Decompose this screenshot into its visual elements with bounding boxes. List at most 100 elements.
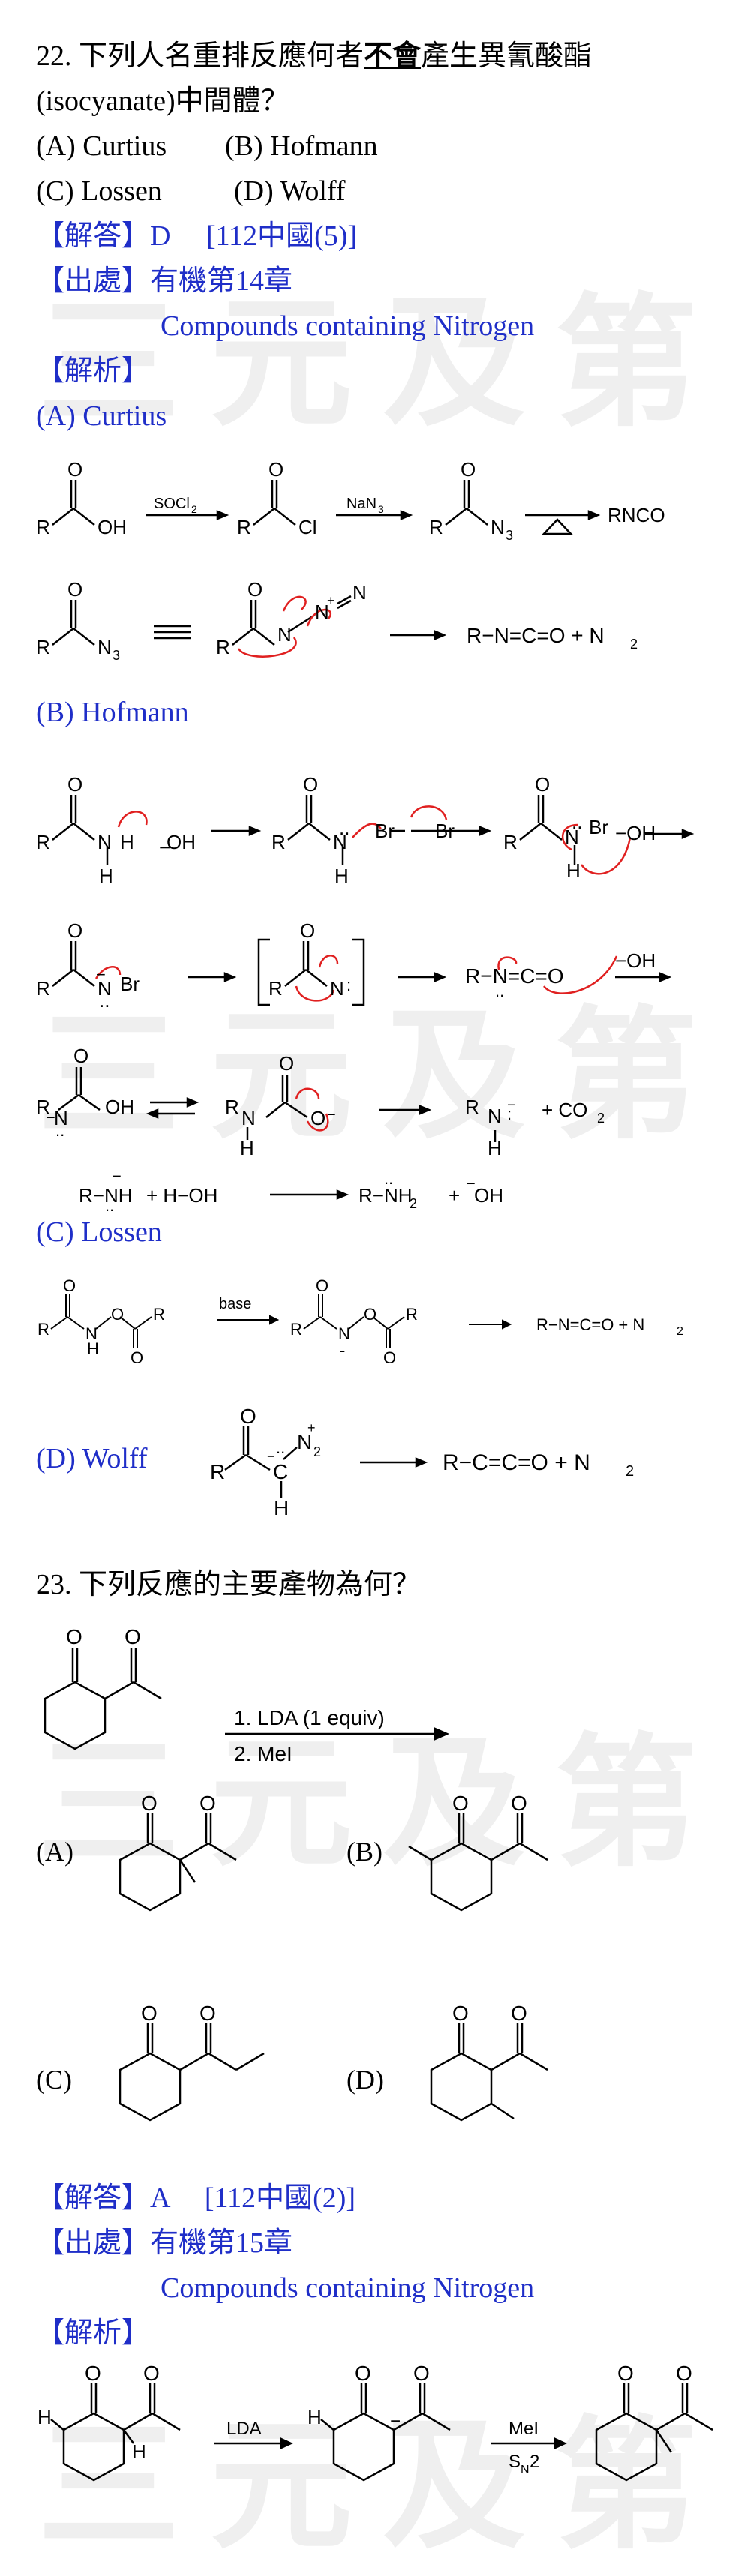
svg-text:O: O [413, 2362, 430, 2385]
svg-text:H: H [274, 1496, 289, 1519]
svg-text:R: R [225, 1096, 239, 1118]
q22-source: 【出處】有機第14章 [36, 265, 293, 297]
svg-text:R−NH: R−NH [79, 1184, 133, 1207]
svg-text:base: base [219, 1296, 251, 1312]
svg-text:+: + [448, 1184, 460, 1207]
svg-text:Br: Br [120, 973, 140, 995]
svg-text:N: N [242, 1107, 256, 1129]
svg-text:O: O [535, 773, 550, 796]
svg-text:N: N [330, 977, 344, 1000]
svg-text:O: O [68, 458, 82, 481]
q22-answer: 【解答】D [112中國(5)] [36, 220, 358, 252]
svg-text:O: O [68, 919, 82, 942]
svg-text:O: O [66, 1625, 82, 1648]
svg-text:NaN: NaN [346, 496, 376, 512]
svg-text:R−N=C=O + N: R−N=C=O + N [466, 624, 604, 647]
svg-text:R: R [38, 1320, 50, 1339]
svg-text:−: − [112, 1168, 122, 1185]
svg-text:R: R [406, 1305, 418, 1324]
svg-text:O: O [676, 2362, 692, 2385]
svg-text:−OH: −OH [615, 949, 656, 972]
svg-text:O: O [124, 1625, 141, 1648]
svg-text:O: O [511, 2002, 527, 2025]
svg-text:OH: OH [98, 516, 127, 538]
hofmann-title: (B) Hofmann [36, 697, 189, 728]
q22-stem: 22. 下列人名重排反應何者不會產生異氰酸酯 [36, 40, 592, 72]
svg-text:OH: OH [105, 1096, 134, 1118]
q23-option-b-label: (B) [346, 1837, 382, 1867]
svg-text:R: R [465, 1096, 479, 1118]
svg-text:H: H [87, 1339, 99, 1358]
svg-text:+ CO: + CO [542, 1099, 587, 1121]
svg-text:2: 2 [410, 1196, 417, 1211]
svg-text:O: O [303, 773, 318, 796]
q23-step2-label: MeI [508, 2419, 538, 2439]
svg-text:O: O [74, 1045, 88, 1067]
svg-text:O: O [300, 919, 315, 942]
svg-text:OH: OH [166, 831, 196, 853]
svg-text:+: + [308, 1420, 316, 1435]
svg-text:O: O [279, 1052, 294, 1075]
svg-text:R−N=C=O + N: R−N=C=O + N [536, 1315, 644, 1334]
svg-text:O: O [141, 2002, 158, 2025]
svg-text:2: 2 [597, 1111, 604, 1126]
svg-text:H: H [120, 831, 134, 853]
svg-text:N: N [98, 636, 112, 658]
svg-text:H: H [488, 1137, 502, 1159]
lossen-scheme: R O NH O O R base R O N- O O R R−N=C=O +… [38, 1276, 683, 1367]
svg-text:O: O [364, 1305, 376, 1324]
watermark: 三元及第 [38, 993, 728, 1159]
svg-text:N: N [315, 601, 329, 623]
svg-text:N: N [490, 516, 505, 538]
q22-option-a: (A) Curtius [36, 130, 167, 162]
svg-text:R: R [210, 1460, 225, 1483]
watermark: 三元及第 [38, 1720, 728, 1886]
svg-text:-: - [340, 1341, 345, 1360]
svg-text:..: .. [384, 1169, 393, 1188]
svg-text:R: R [429, 516, 443, 538]
svg-text::: : [507, 1105, 512, 1123]
svg-text:2: 2 [530, 2452, 539, 2472]
svg-text:O: O [111, 1305, 124, 1324]
svg-text:C: C [273, 1460, 288, 1483]
svg-text:N: N [352, 581, 367, 604]
svg-text:O: O [130, 1348, 143, 1367]
svg-text:2: 2 [626, 1463, 634, 1480]
svg-text:2: 2 [191, 503, 197, 515]
svg-text:O: O [452, 2002, 469, 2025]
q22-source-sub: Compounds containing Nitrogen [160, 310, 535, 342]
svg-text::: : [346, 976, 351, 994]
curtius-title: (A) Curtius [36, 400, 167, 432]
svg-text:R: R [36, 977, 50, 1000]
svg-text:O: O [248, 578, 262, 601]
svg-text:H: H [132, 2440, 146, 2463]
svg-text:O: O [200, 1792, 216, 1815]
svg-text:N: N [278, 623, 292, 646]
svg-text:H: H [99, 865, 113, 887]
q22-option-d: (D) Wolff [234, 175, 346, 207]
q23-analysis: 【解析】 [36, 2317, 151, 2349]
q22-stem-line2: (isocyanate)中間體？ [36, 85, 290, 117]
svg-text:RNCO: RNCO [608, 504, 665, 526]
q22-option-b: (B) Hofmann [225, 130, 378, 162]
svg-text:R: R [268, 977, 283, 1000]
svg-text:Br: Br [375, 820, 394, 842]
svg-text:N: N [333, 831, 347, 853]
svg-text:O: O [85, 2362, 101, 2385]
svg-text:N: N [297, 1430, 312, 1453]
svg-text:O: O [141, 1792, 158, 1815]
svg-text:O: O [511, 1792, 527, 1815]
svg-text:R: R [503, 831, 518, 853]
q23-reagent-1: 1. LDA (1 equiv) [234, 1706, 385, 1729]
svg-text:Br: Br [435, 820, 454, 842]
svg-text:..: .. [105, 1196, 114, 1215]
svg-text:3: 3 [506, 528, 513, 543]
q23-option-c-label: (C) [36, 2065, 72, 2095]
svg-text:−: − [96, 965, 106, 984]
svg-text:R: R [290, 1320, 302, 1339]
